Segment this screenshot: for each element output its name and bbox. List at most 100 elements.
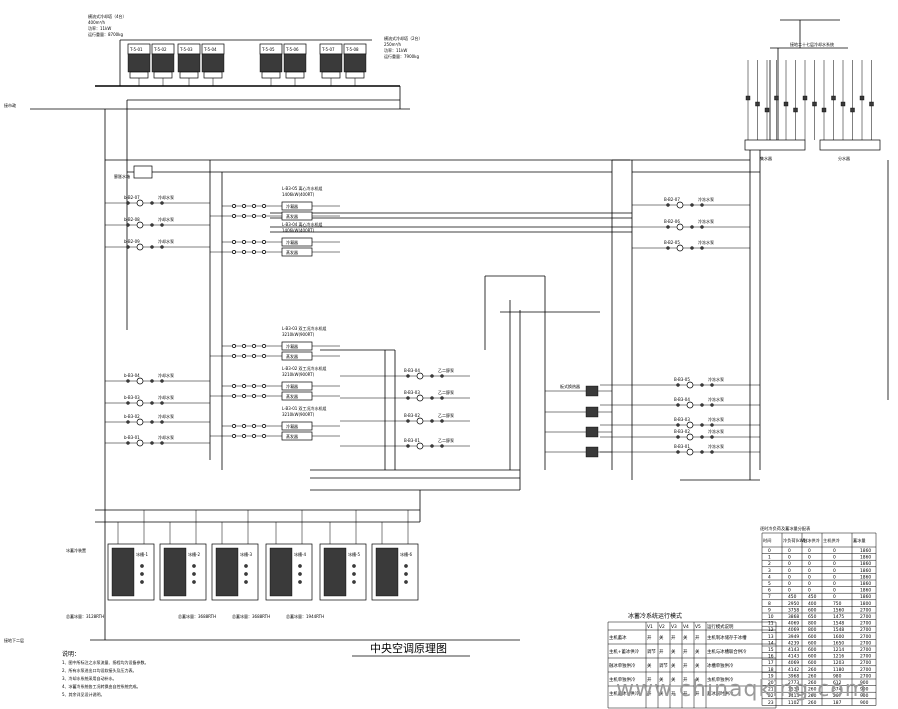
watermark: www.chinaqking.com bbox=[616, 677, 867, 702]
chiller-evaporator-label: 蒸发器 bbox=[286, 353, 298, 359]
mode-table-cell: 开 bbox=[671, 691, 676, 697]
load-table-cell: 750 bbox=[833, 601, 842, 607]
pump-type-label: 冷冻水泵 bbox=[708, 416, 724, 422]
pump-icon bbox=[416, 417, 424, 425]
load-table-cell: 2700 bbox=[860, 667, 871, 673]
valve-icon bbox=[126, 379, 130, 383]
ice-tank-indicator bbox=[192, 572, 196, 576]
load-table-cell: 12 bbox=[768, 627, 774, 633]
ice-tank-indicator bbox=[140, 572, 144, 576]
valve-icon bbox=[126, 420, 130, 424]
valve-icon bbox=[232, 434, 236, 438]
load-table-header: 融冰供冷 bbox=[803, 537, 820, 544]
heat-exchanger bbox=[545, 446, 612, 458]
load-table-cell: 3949 bbox=[788, 634, 799, 640]
notes: 说明： 1、图中所标注之水泵流量、扬程均为设备参数。 2、所有水泵进出口均设软接… bbox=[62, 650, 149, 697]
ice-tank-tag: 冰槽-2 bbox=[188, 551, 200, 557]
valve-icon bbox=[252, 214, 256, 218]
chiller-capacity: 3210kW(900RT) bbox=[282, 332, 315, 337]
valve-icon bbox=[666, 203, 670, 207]
note-4: 4、冰蓄冷系统各工况转换由自控系统完成。 bbox=[62, 683, 141, 689]
valve-icon bbox=[262, 204, 266, 208]
tower-body bbox=[343, 53, 367, 73]
load-table-cell: 2700 bbox=[860, 654, 871, 660]
tower-basin bbox=[179, 71, 199, 79]
load-table-cell: 6 bbox=[768, 588, 771, 594]
pump-type-label: 冷冻水泵 bbox=[698, 196, 714, 202]
load-table-cell: 1860 bbox=[860, 555, 871, 561]
pump-icon bbox=[676, 244, 684, 252]
load-table-cell: 0 bbox=[833, 594, 836, 600]
ice-tank-capacity: 总蓄冰量：3688RTH bbox=[232, 613, 270, 619]
valve-icon bbox=[232, 394, 236, 398]
mode-table-cell: 关 bbox=[695, 676, 700, 683]
ice-tank-indicator bbox=[244, 580, 248, 584]
load-table-cell: 1548 bbox=[833, 627, 844, 633]
cooling-tower: T-5-05 bbox=[259, 43, 283, 86]
pump-tag: B-B2-05 bbox=[664, 240, 680, 245]
mode-table-cell: 融冰单独供冷 bbox=[609, 662, 636, 669]
load-table-cell: 374 bbox=[833, 687, 842, 693]
chiller-tag: L-B3-01 双工况冷水机组 bbox=[282, 405, 327, 411]
ice-tank: 冰槽-2 bbox=[159, 510, 207, 601]
cooling-tower: T-5-03 bbox=[177, 43, 201, 86]
pump-tag: b-B3-01 bbox=[124, 435, 140, 440]
tower-tag: T-5-06 bbox=[285, 47, 299, 52]
valve-icon bbox=[252, 240, 256, 244]
load-table-cell: 0 bbox=[833, 561, 836, 567]
pump-type-label: 冷冻水泵 bbox=[708, 396, 724, 402]
load-table-cell: 600 bbox=[808, 634, 817, 640]
valve-icon bbox=[262, 424, 266, 428]
load-table-cell: 0 bbox=[833, 574, 836, 580]
valve-icon bbox=[700, 383, 704, 387]
valve-icon bbox=[232, 424, 236, 428]
valve-icon bbox=[676, 450, 680, 454]
pump-type-label: 冷冻水泵 bbox=[698, 239, 714, 245]
valve-icon bbox=[700, 203, 704, 207]
pump-icon bbox=[686, 433, 694, 441]
tower-note-left-1: 横流式冷却塔（4台） bbox=[88, 13, 127, 19]
ice-storage-label: 冰蓄冷装置 bbox=[66, 547, 86, 553]
load-table-cell: 19 bbox=[768, 673, 774, 679]
load-table-cell: 0 bbox=[808, 588, 811, 594]
pump-icon bbox=[136, 399, 144, 407]
note-3: 3、冷却水系统采用自动补水。 bbox=[62, 675, 117, 681]
load-table-cell: 600 bbox=[808, 607, 817, 613]
header-branch-valve bbox=[869, 101, 874, 107]
valve-icon bbox=[232, 344, 236, 348]
load-table-cell: 18 bbox=[768, 667, 774, 673]
load-table-cell: 450 bbox=[808, 594, 817, 600]
load-table-cell: 1475 bbox=[833, 614, 844, 620]
chiller-capacity: 3210kW(900RT) bbox=[282, 372, 315, 377]
load-table-cell: 612 bbox=[833, 680, 842, 686]
valve-icon bbox=[160, 245, 164, 249]
valve-icon bbox=[242, 434, 246, 438]
load-table-cell: 2700 bbox=[860, 627, 871, 633]
header-branch-valve bbox=[859, 95, 865, 101]
valve-icon bbox=[406, 396, 410, 400]
cooling-tower: T-5-08 bbox=[343, 43, 367, 86]
ice-tank: 冰槽-3 bbox=[211, 510, 259, 601]
valve-icon bbox=[252, 384, 256, 388]
pump-icon bbox=[686, 421, 694, 429]
ice-tank-indicator bbox=[140, 580, 144, 584]
tower-body bbox=[151, 53, 175, 73]
ice-tank-capacity: 总蓄冰量：3688RTH bbox=[178, 613, 216, 619]
chiller-condenser-label: 冷凝器 bbox=[286, 423, 298, 429]
valve-icon bbox=[252, 354, 256, 358]
load-table-cell: 260 bbox=[808, 693, 817, 699]
load-table-cell: 8 bbox=[768, 601, 771, 607]
valve-icon bbox=[406, 419, 410, 423]
load-table-header: 主机供冷 bbox=[823, 537, 840, 544]
pump-type-label: 冷冻水泵 bbox=[708, 443, 724, 449]
load-table-cell: 0 bbox=[788, 561, 791, 567]
valve-icon bbox=[252, 394, 256, 398]
mode-table-title: 冰蓄冷系统运行模式 bbox=[628, 612, 682, 620]
valve-icon bbox=[126, 401, 130, 405]
chiller-evaporator-label: 蒸发器 bbox=[286, 393, 298, 399]
ice-tank-indicator bbox=[244, 564, 248, 568]
